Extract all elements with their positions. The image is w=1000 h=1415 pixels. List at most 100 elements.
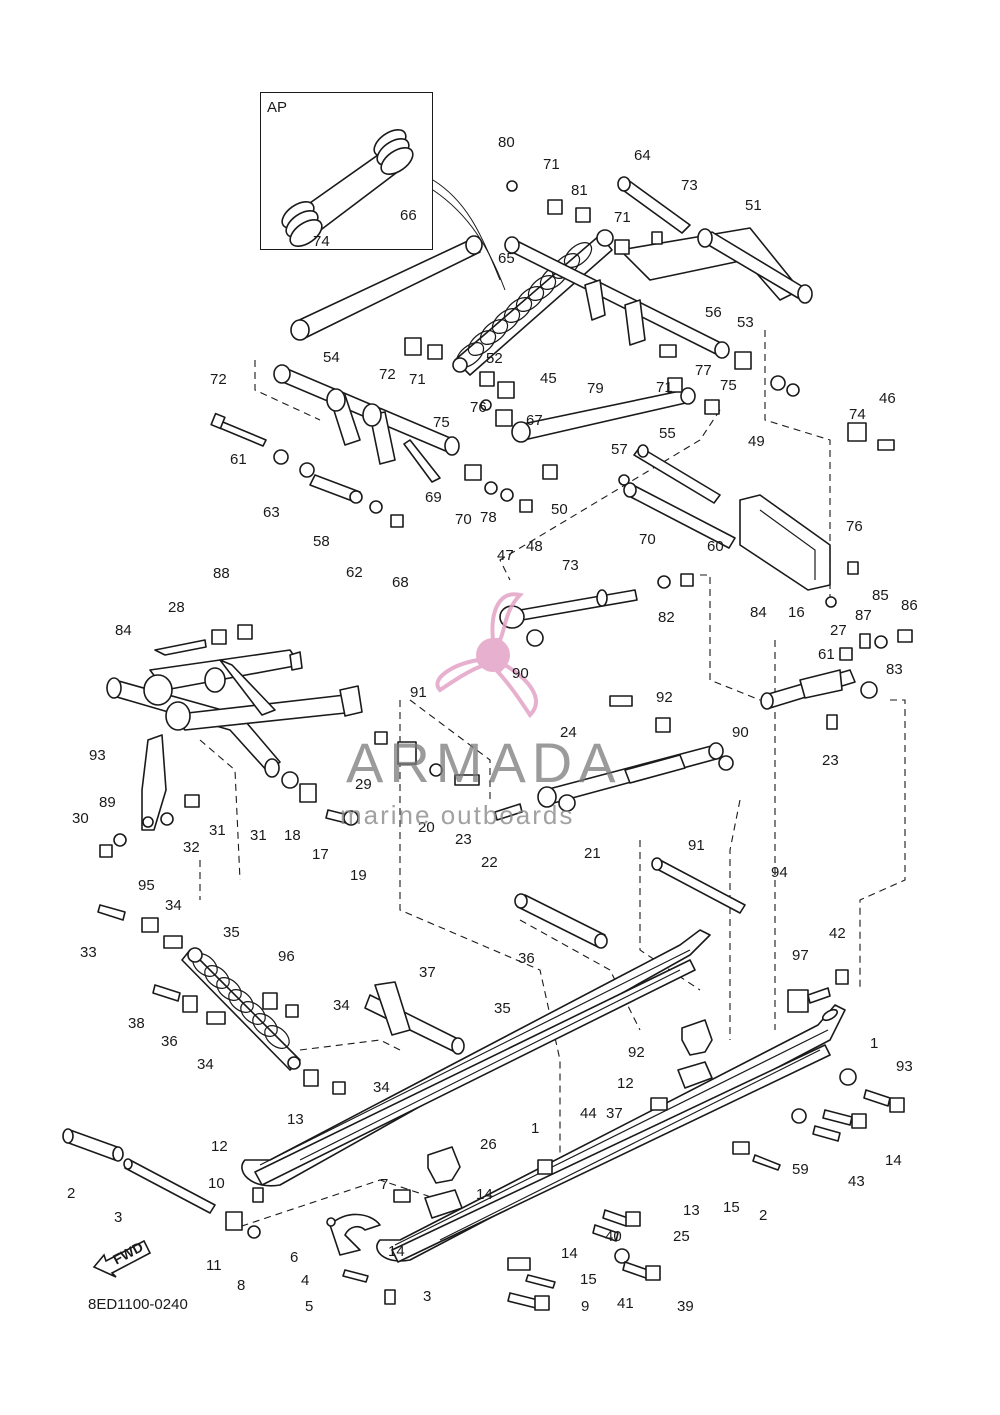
callout-64: 64: [634, 147, 651, 164]
callout-8: 8: [237, 1277, 245, 1294]
callout-73: 73: [562, 557, 579, 574]
callout-61: 61: [818, 646, 835, 663]
callout-36: 36: [518, 950, 535, 967]
callout-21: 21: [584, 845, 601, 862]
shaft-42: [514, 893, 608, 949]
watermark-tagline: marine outboards: [340, 800, 575, 830]
clip-13-lower: [424, 1189, 463, 1219]
bumper-12-upper: [681, 1019, 713, 1056]
callout-68: 68: [392, 574, 409, 591]
callout-16: 16: [788, 604, 805, 621]
callout-94: 94: [771, 864, 788, 881]
callout-3: 3: [423, 1288, 431, 1305]
callout-38: 38: [128, 1015, 145, 1032]
callout-97: 97: [792, 947, 809, 964]
shaft-64: [617, 176, 691, 234]
callout-32: 32: [183, 839, 200, 856]
bumper-12-lower: [427, 1146, 461, 1184]
callout-29: 29: [355, 776, 372, 793]
callout-85: 85: [872, 587, 889, 604]
shaft-63: [633, 444, 721, 504]
callout-1: 1: [531, 1120, 539, 1137]
callout-76: 76: [846, 518, 863, 535]
callout-71: 71: [656, 379, 673, 396]
callout-35: 35: [494, 1000, 511, 1017]
hardware: [97, 180, 913, 1311]
callout-34: 34: [165, 897, 182, 914]
callout-88: 88: [213, 565, 230, 582]
callout-42: 42: [829, 925, 846, 942]
callout-53: 53: [737, 314, 754, 331]
callout-93: 93: [896, 1058, 913, 1075]
callout-2: 2: [67, 1185, 75, 1202]
guard-4: [329, 1213, 381, 1256]
callout-15: 15: [580, 1271, 597, 1288]
callout-87: 87: [855, 607, 872, 624]
callout-81: 81: [571, 182, 588, 199]
callout-71: 71: [614, 209, 631, 226]
callout-13: 13: [287, 1111, 304, 1128]
detail-inset: AP: [260, 92, 433, 250]
inset-leader-2: [432, 189, 506, 291]
diagram-code: 8ED1100-0240: [88, 1296, 188, 1313]
callout-78: 78: [480, 509, 497, 526]
callout-14: 14: [885, 1152, 902, 1169]
arm-83: [760, 669, 856, 710]
callout-91: 91: [688, 837, 705, 854]
callout-79: 79: [587, 380, 604, 397]
boot-part-66: [281, 129, 414, 247]
callout-18: 18: [284, 827, 301, 844]
callout-74: 74: [313, 233, 330, 250]
callout-5: 5: [305, 1298, 313, 1315]
callout-70: 70: [639, 531, 656, 548]
callout-6: 6: [290, 1249, 298, 1266]
callout-72: 72: [379, 366, 396, 383]
front-pivot-shaft-45: [273, 364, 460, 465]
callout-15: 15: [723, 1199, 740, 1216]
callout-71: 71: [543, 156, 560, 173]
torque-arm-74-lower: [511, 387, 696, 443]
callout-1: 1: [870, 1035, 878, 1052]
callout-76: 76: [470, 399, 487, 416]
callout-65: 65: [498, 250, 515, 267]
callout-84: 84: [115, 622, 132, 639]
callout-92: 92: [628, 1044, 645, 1061]
rear-arm-51: [619, 227, 813, 304]
callout-66: 66: [400, 207, 417, 224]
callout-17: 17: [312, 846, 329, 863]
assembly-guide-lines: [199, 330, 906, 1231]
callout-46: 46: [879, 390, 896, 407]
callout-52: 52: [486, 350, 503, 367]
callout-83: 83: [886, 661, 903, 678]
callout-47: 47: [497, 547, 514, 564]
callout-14: 14: [476, 1186, 493, 1203]
callout-35: 35: [223, 924, 240, 941]
callout-13: 13: [683, 1202, 700, 1219]
callout-45: 45: [540, 370, 557, 387]
callout-74: 74: [849, 406, 866, 423]
callout-36: 36: [161, 1033, 178, 1050]
callout-30: 30: [72, 810, 89, 827]
callout-19: 19: [350, 867, 367, 884]
callout-55: 55: [659, 425, 676, 442]
pivot-shaft-52: [504, 236, 730, 359]
shaft-60: [623, 482, 736, 549]
watermark-brand: ARMADA: [346, 731, 622, 794]
shaft-7: [123, 1158, 216, 1214]
callout-63: 63: [263, 504, 280, 521]
callout-90: 90: [512, 665, 529, 682]
callout-48: 48: [526, 538, 543, 555]
callout-39: 39: [677, 1298, 694, 1315]
callout-26: 26: [480, 1136, 497, 1153]
callout-37: 37: [606, 1105, 623, 1122]
callout-12: 12: [211, 1138, 228, 1155]
shaft-10: [62, 1128, 124, 1162]
callout-56: 56: [705, 304, 722, 321]
callout-57: 57: [611, 441, 628, 458]
callout-91: 91: [410, 684, 427, 701]
bracket-58: [739, 494, 831, 591]
callout-93: 93: [89, 747, 106, 764]
callout-73: 73: [681, 177, 698, 194]
